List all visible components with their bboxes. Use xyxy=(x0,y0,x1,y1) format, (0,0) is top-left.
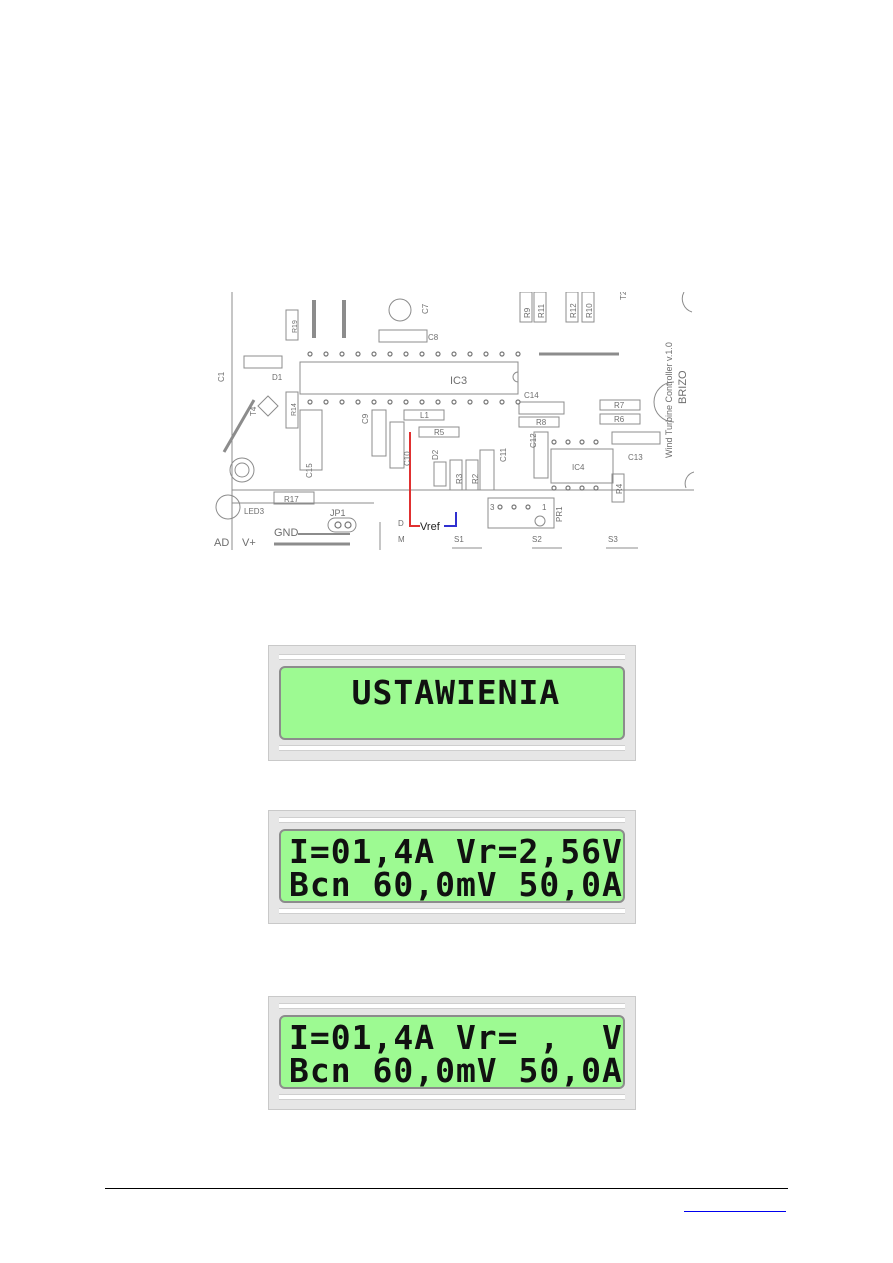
label-pr1-pin3: 3 xyxy=(490,503,495,512)
lcd-screen: I=01,4A Vr=2,56V Bcn 60,0mV 50,0A xyxy=(279,829,625,903)
label-c11: C11 xyxy=(499,447,508,462)
label-c1: C1 xyxy=(217,371,226,382)
label-t4: T4 xyxy=(249,406,258,416)
label-ic4: IC4 xyxy=(572,463,585,472)
pcb-title: Wind Turbine Controller v.1.0 xyxy=(664,342,674,458)
label-vplus: V+ xyxy=(242,537,256,549)
lcd-line-2: Bcn 60,0mV 50,0A xyxy=(289,1051,623,1090)
lcd-line-1: I=01,4A Vr= , V xyxy=(289,1018,623,1057)
label-r10: R10 xyxy=(585,303,594,318)
label-c7: C7 xyxy=(421,303,430,314)
lcd-display-values: I=01,4A Vr=2,56V Bcn 60,0mV 50,0A xyxy=(268,810,636,924)
label-c10: C10 xyxy=(403,451,412,466)
label-d2: D2 xyxy=(431,449,440,460)
label-vref: Vref xyxy=(420,521,441,533)
footer-link[interactable] xyxy=(684,1199,786,1212)
label-c13: C13 xyxy=(628,453,643,462)
lcd-screen: USTAWIENIA xyxy=(279,666,625,740)
label-c12: C12 xyxy=(529,433,538,448)
label-r5: R5 xyxy=(434,428,445,437)
lcd-line-1: I=01,4A Vr=2,56V xyxy=(289,832,623,871)
label-t2: T2 xyxy=(619,292,628,300)
pcb-brand: BRIZO xyxy=(677,370,689,404)
lcd-line-1: USTAWIENIA xyxy=(289,673,561,712)
label-ic3: IC3 xyxy=(450,375,467,387)
label-c9: C9 xyxy=(361,413,370,424)
footer-rule xyxy=(105,1188,788,1189)
lcd-rail-top xyxy=(279,817,625,823)
label-c8: C8 xyxy=(428,333,439,342)
lcd-display-editing: I=01,4A Vr= , V Bcn 60,0mV 50,0A xyxy=(268,996,636,1110)
label-r4: R4 xyxy=(615,483,624,494)
label-ad: AD xyxy=(214,537,229,549)
label-s3: S3 xyxy=(608,535,618,544)
label-r8: R8 xyxy=(536,418,547,427)
label-r6: R6 xyxy=(614,415,625,424)
label-pr1-pin1: 1 xyxy=(542,503,547,512)
label-r14: R14 xyxy=(291,403,298,416)
label-r19: R19 xyxy=(292,320,299,333)
label-s1: S1 xyxy=(454,535,464,544)
label-c14: C14 xyxy=(524,391,539,400)
label-m: M xyxy=(398,535,405,544)
label-pr1: PR1 xyxy=(555,506,564,522)
lcd-rail-top xyxy=(279,654,625,660)
label-d1: D1 xyxy=(272,373,283,382)
label-gnd: GND xyxy=(274,527,299,539)
label-r9: R9 xyxy=(523,307,532,318)
lcd-screen: I=01,4A Vr= , V Bcn 60,0mV 50,0A xyxy=(279,1015,625,1089)
label-d: D xyxy=(398,519,404,528)
label-r11: R11 xyxy=(537,303,546,318)
pcb-layout-diagram: R19 C1 D1 C7 C8 R9 R11 R12 R10 T2 IC3 Wi… xyxy=(214,292,694,550)
label-l1: L1 xyxy=(420,411,429,420)
lcd-display-settings: USTAWIENIA xyxy=(268,645,636,761)
label-c15: C15 xyxy=(305,463,314,478)
lcd-rail-top xyxy=(279,1003,625,1009)
label-s2: S2 xyxy=(532,535,542,544)
label-r3: R3 xyxy=(455,473,464,484)
label-r17: R17 xyxy=(284,495,299,504)
label-r12: R12 xyxy=(569,303,578,318)
lcd-rail-bottom xyxy=(279,908,625,914)
label-r7: R7 xyxy=(614,401,625,410)
lcd-line-2: Bcn 60,0mV 50,0A xyxy=(289,865,623,904)
lcd-rail-bottom xyxy=(279,1094,625,1100)
label-jp1: JP1 xyxy=(330,508,346,518)
label-r2: R2 xyxy=(471,473,480,484)
lcd-rail-bottom xyxy=(279,745,625,751)
label-led3: LED3 xyxy=(244,507,265,516)
